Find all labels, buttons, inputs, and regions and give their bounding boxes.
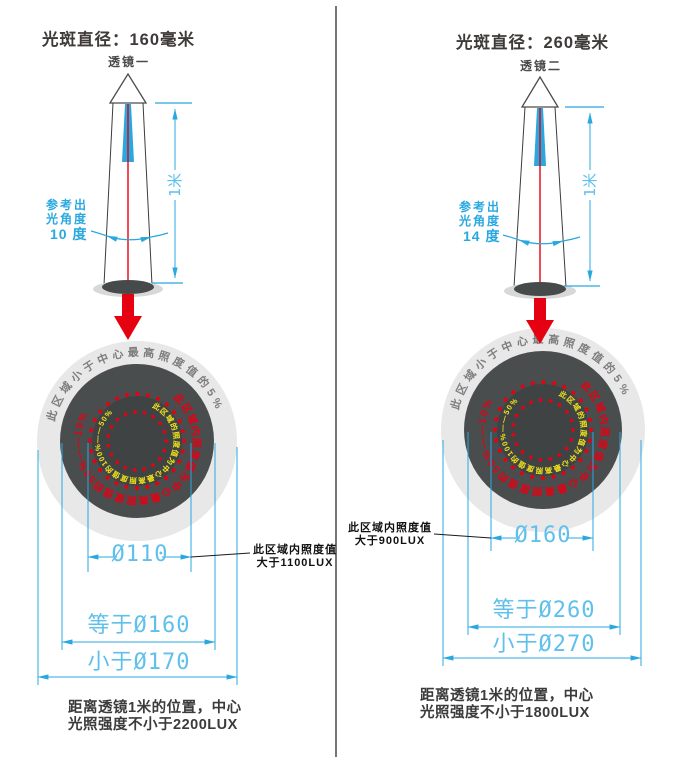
note-left-line1: 距离透镜1米的位置，中心 [68,700,242,716]
lens-label-right: 透镜二 [519,59,562,73]
lens-triangle [108,72,148,104]
angle-arc-arrow [106,235,152,243]
spot-title-left: 光斑直径：160毫米 [42,31,196,49]
dim-less-left: 小于Ø170 [87,650,191,675]
angle-note-left-line2: 光角度 [46,212,89,226]
dim-equal-left: 等于Ø160 [87,613,191,638]
lens-label-left: 透镜一 [107,55,150,69]
callout-right-line2: 大于900LUX [354,535,426,547]
cone-line-left [513,106,526,288]
beam-diagram-left: 此区域小于中心最高照度值的5% 此区域内照度值为中心最高照度值的50%——10%… [37,72,251,685]
angle-note-left-line1: 参考出 [46,198,89,212]
note-left-line2: 光照强度不小于2200LUX [68,717,238,733]
focus-ellipse [102,280,154,294]
height-label-left: 1米 [166,172,184,198]
cone-line-right [142,102,153,286]
height-label-right: 1米 [581,172,599,198]
callout-left-line1: 此区域内照度值 [253,544,337,556]
down-arrow-icon [526,298,554,344]
note-right-line1: 距离透镜1米的位置，中心 [420,688,594,704]
angle-value-left: 10 度 [50,226,88,242]
dotted-ring-inner [511,398,575,462]
spot-title-right: 光斑直径：260毫米 [456,34,610,52]
angle-arc [90,230,108,237]
dotted-ring-outer [88,392,186,490]
dim-less-right: 小于Ø270 [492,632,596,657]
dotted-ring-inner [106,410,168,472]
beam-diagram-right: 此区域小于中心最高照度值的5% 此区域内照度值为中心最高照度值的50%——10%… [433,75,645,666]
cone-line-left [103,102,114,286]
spot-core-circle [497,384,589,476]
note-right-line2: 光照强度不小于1800LUX [420,705,590,721]
dotted-ring-outer [493,380,593,480]
cone-line-right [554,106,567,288]
dim-equal-right: 等于Ø260 [492,598,596,623]
callout-leader [190,552,251,558]
dim-inner-right: Ø160 [514,523,572,548]
angle-note-right-line1: 参考出 [459,200,502,214]
callout-leader [433,533,492,539]
angle-arc [150,232,169,238]
angle-arc [562,236,581,242]
angle-arc [502,234,520,241]
angle-note-right-line2: 光角度 [459,214,502,228]
spot-core-circle [92,396,182,486]
angle-arc-arrow [518,239,564,247]
down-arrow-icon [114,294,142,340]
callout-left-line2: 大于1100LUX [256,557,334,569]
callout-right-line1: 此区域内照度值 [348,522,432,534]
focus-ellipse [514,282,566,296]
lens-triangle [520,75,560,108]
angle-value-right: 14 度 [463,228,501,244]
dim-inner-left: Ø110 [111,542,169,567]
